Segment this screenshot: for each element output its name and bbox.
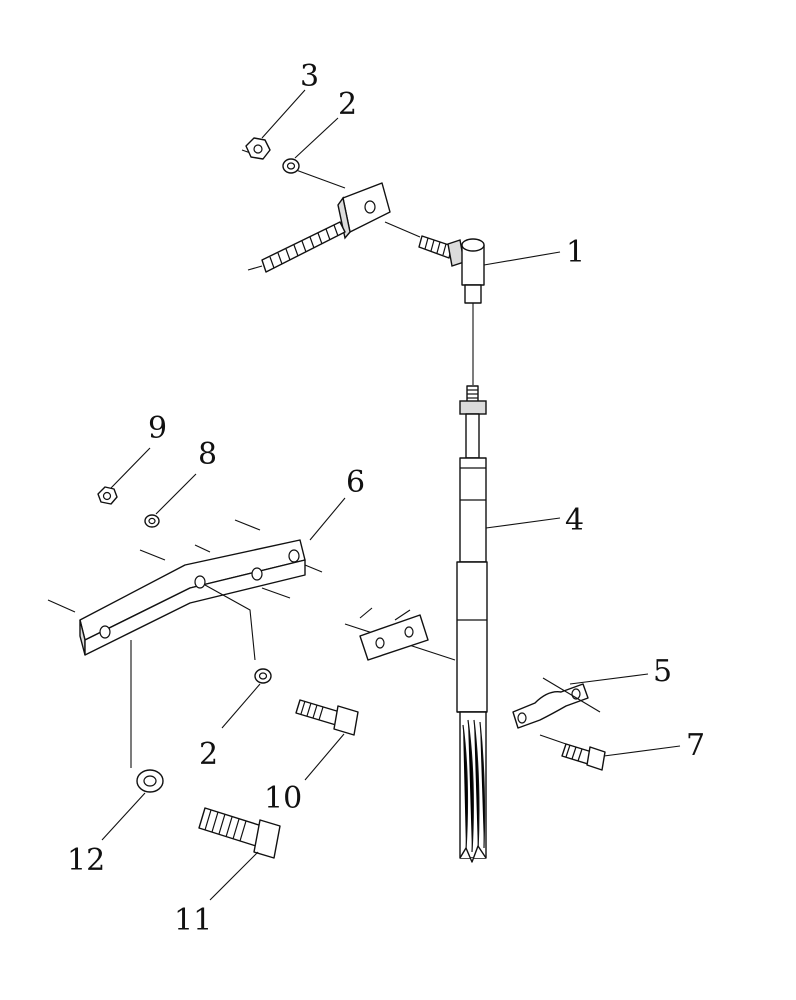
cable-clamp-part-5 [512, 677, 601, 729]
callout-12: 12 [67, 843, 105, 878]
cable-assembly-part-4 [456, 385, 488, 863]
lock-washer-part-8 [144, 514, 160, 528]
callout-2-top: 2 [338, 87, 357, 122]
bottom-left-assembly [47, 486, 359, 859]
leader-lines [101, 89, 681, 901]
callout-7: 7 [686, 728, 705, 763]
callout-2-bottom: 2 [199, 737, 218, 772]
bolt-part-11 [198, 807, 281, 859]
lock-washer-part-2-top [282, 158, 300, 174]
callout-9: 9 [148, 411, 167, 446]
callout-10: 10 [264, 781, 302, 816]
hex-nut-part-9 [97, 486, 118, 505]
lock-washer-part-2-bottom [254, 668, 272, 684]
callout-1: 1 [566, 235, 585, 270]
callouts: 3 2 1 4 5 7 6 9 8 2 10 12 11 [67, 59, 705, 938]
threaded-rod-bracket [247, 182, 391, 273]
callout-11: 11 [174, 903, 212, 938]
top-assembly [241, 137, 485, 385]
clamp-plate [344, 607, 456, 661]
callout-3: 3 [300, 59, 319, 94]
hex-nut-part-3 [245, 137, 271, 160]
callout-6: 6 [346, 465, 365, 500]
bolt-part-7 [539, 734, 606, 771]
lock-washer-part-12 [136, 769, 164, 793]
rod-end-part-1 [418, 235, 485, 385]
callout-4: 4 [565, 503, 584, 538]
callout-8: 8 [198, 437, 217, 472]
bolt-part-10 [295, 699, 359, 736]
callout-5: 5 [653, 654, 672, 689]
mounting-plate-part-6 [47, 519, 323, 656]
